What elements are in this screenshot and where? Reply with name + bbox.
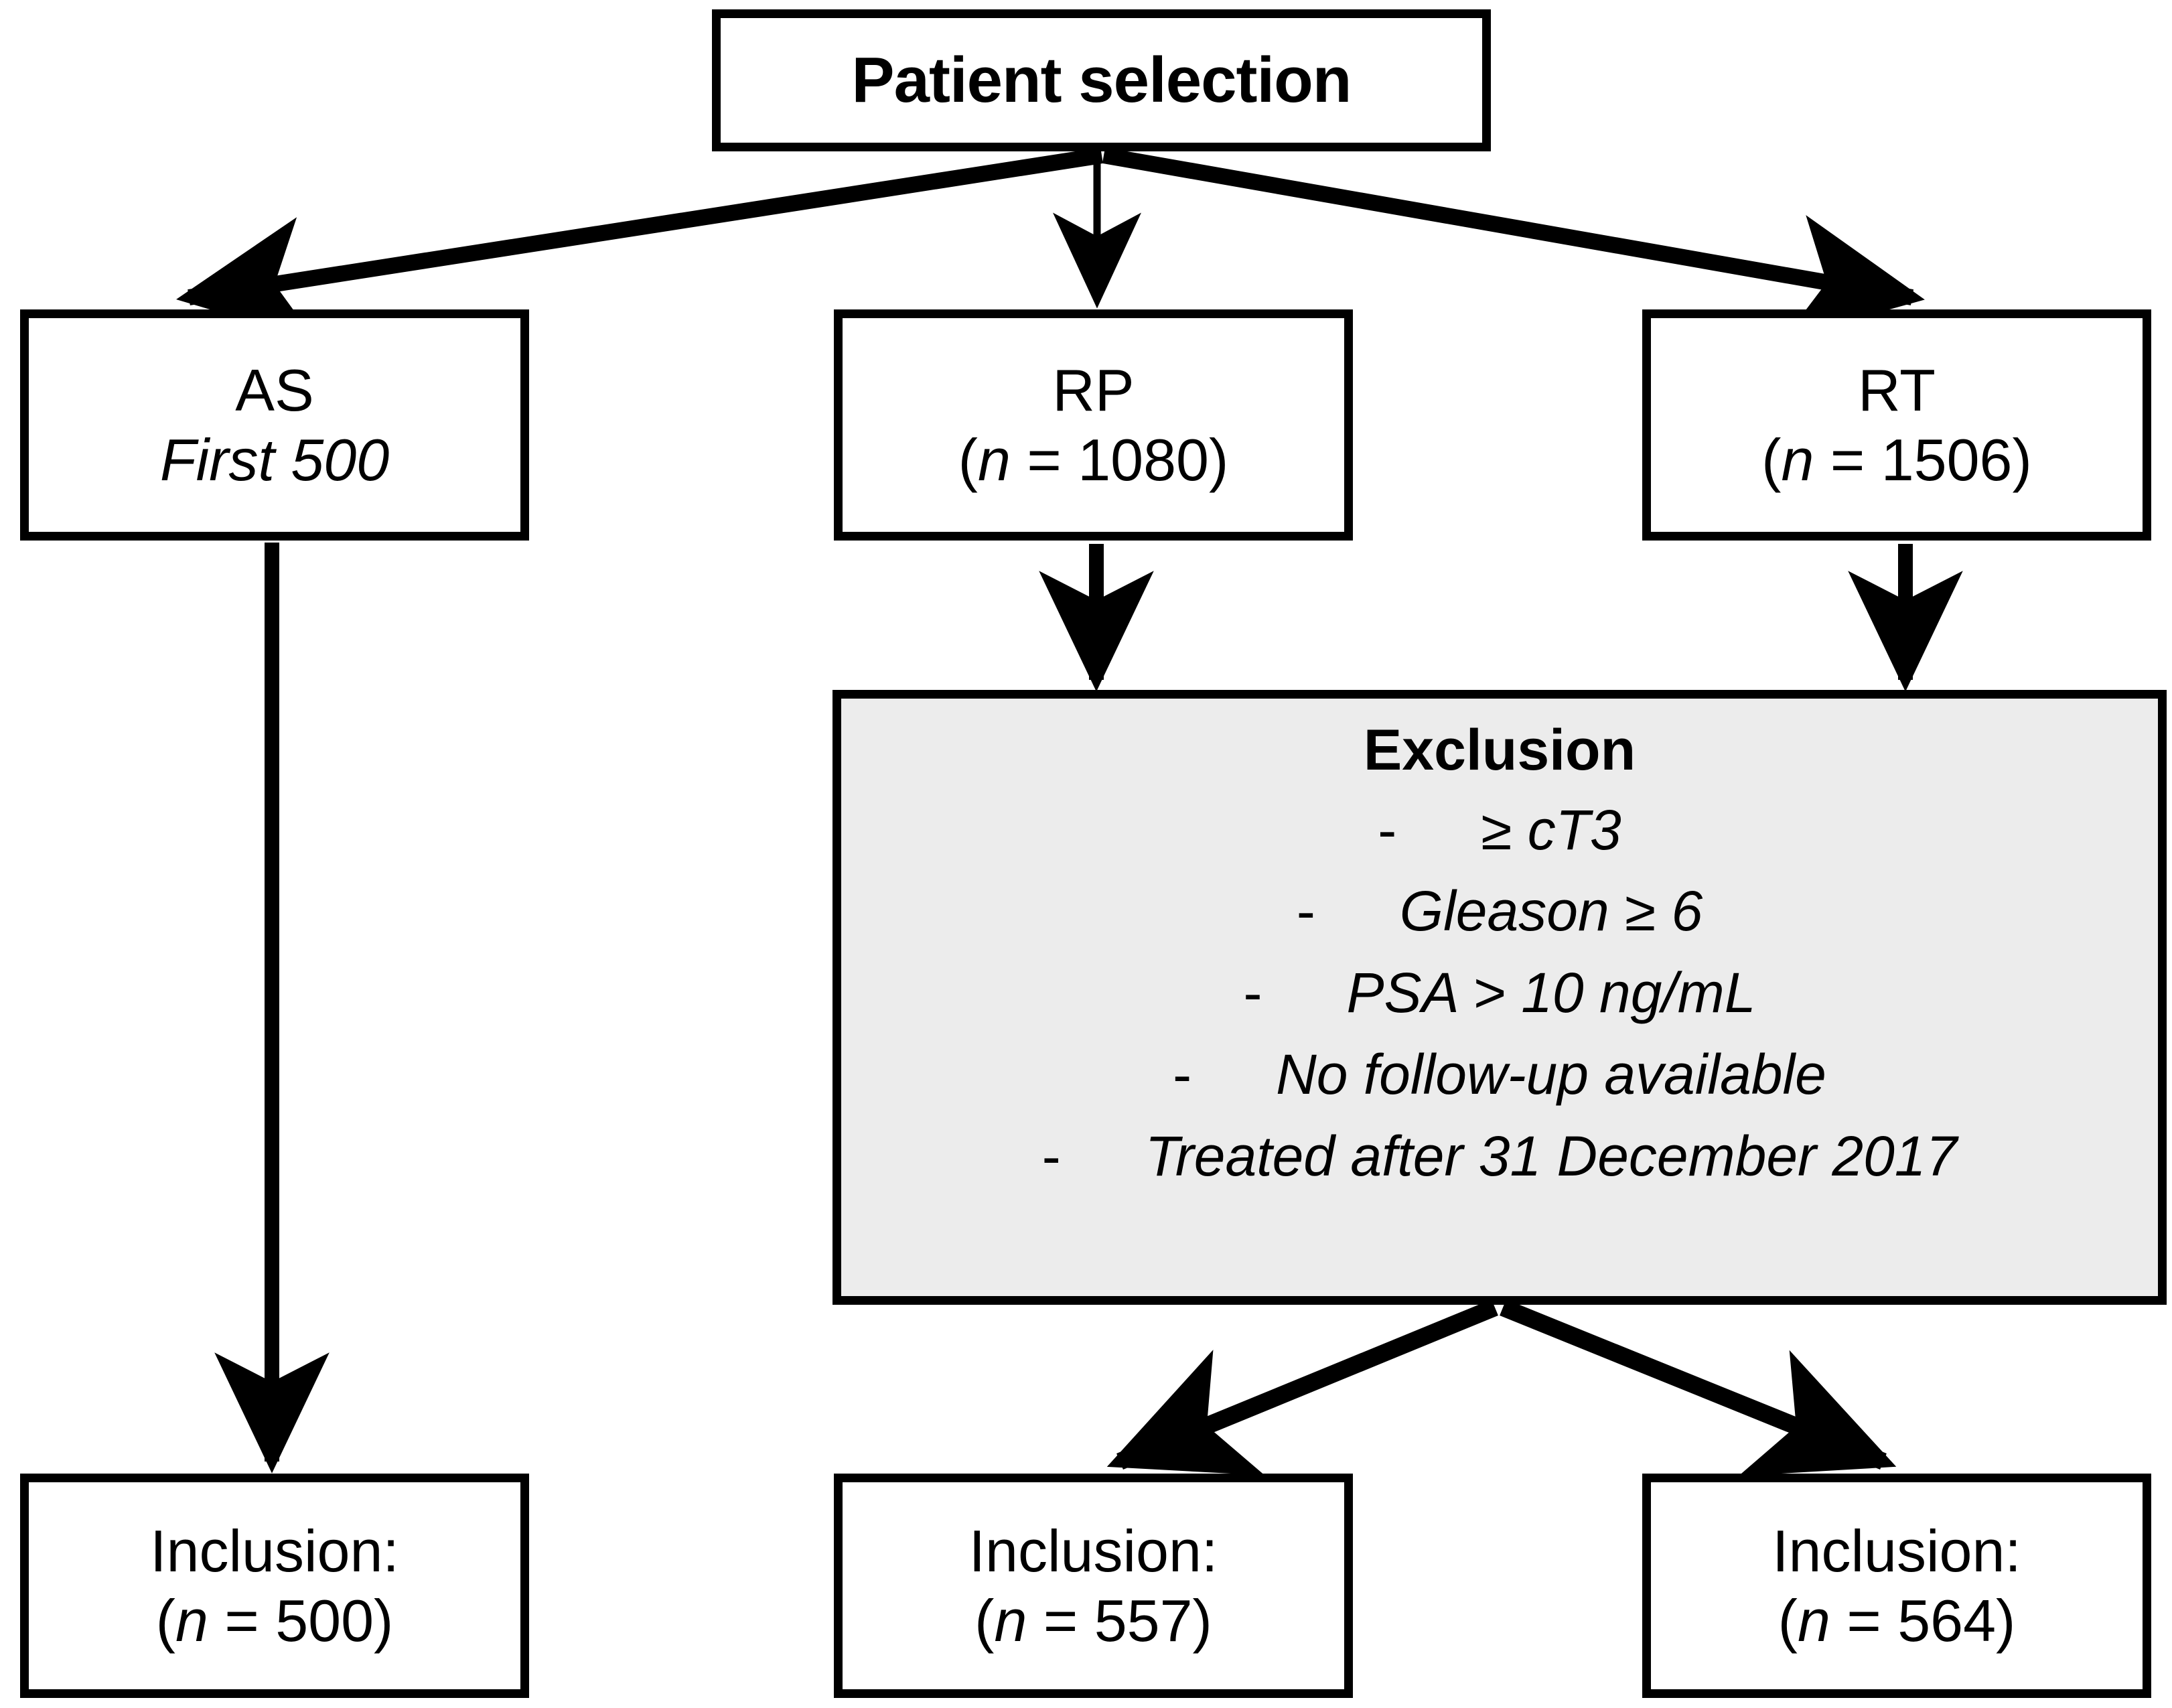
exclusion-criterion-4-text: No follow-up available bbox=[1276, 1042, 1826, 1106]
exclusion-criterion-3-text: PSA > 10 ng/mL bbox=[1346, 961, 1756, 1025]
incl-rp-n-symbol: n bbox=[994, 1587, 1027, 1654]
edge-patient-to-as bbox=[176, 147, 1103, 342]
bullet-dash: - bbox=[1173, 1042, 1277, 1106]
incl-as-equals: = bbox=[208, 1587, 276, 1654]
incl-rt-equals: = bbox=[1830, 1587, 1898, 1654]
rt-paren-open: ( bbox=[1761, 426, 1782, 493]
incl-as-n-symbol: n bbox=[175, 1587, 208, 1654]
incl-rp-paren-open: ( bbox=[974, 1587, 995, 1654]
rt-n-value: 1506 bbox=[1881, 426, 2013, 493]
rp-n-value: 1080 bbox=[1078, 426, 1209, 493]
rt-equals: = bbox=[1814, 426, 1881, 493]
exclusion-criterion-4: - No follow-up available bbox=[1173, 1034, 1826, 1116]
rt-count: (n = 1506) bbox=[1761, 425, 2032, 495]
rp-n-symbol: n bbox=[977, 426, 1011, 493]
edge-patient-to-rt bbox=[1102, 147, 1925, 339]
bullet-dash: - bbox=[1041, 1124, 1145, 1188]
exclusion-criterion-2-text: Gleason ≥ 6 bbox=[1399, 879, 1703, 943]
incl-rp-n-value: 557 bbox=[1094, 1587, 1193, 1654]
inclusion-as-count: (n = 500) bbox=[156, 1586, 394, 1656]
rp-equals: = bbox=[1010, 426, 1078, 493]
node-inclusion-rp[interactable]: Inclusion: (n = 557) bbox=[834, 1474, 1353, 1698]
rp-paren-close: ) bbox=[1209, 426, 1229, 493]
incl-as-n-value: 500 bbox=[275, 1587, 374, 1654]
rp-count: (n = 1080) bbox=[958, 425, 1229, 495]
inclusion-rt-label: Inclusion: bbox=[1772, 1517, 2021, 1584]
exclusion-criterion-1-text: ≥ cT3 bbox=[1481, 798, 1621, 861]
inclusion-rp-count: (n = 557) bbox=[974, 1586, 1212, 1656]
inclusion-rt-count: (n = 564) bbox=[1778, 1586, 2016, 1656]
exclusion-criterion-5: - Treated after 31 December 2017 bbox=[1042, 1116, 1957, 1198]
as-sublabel: First 500 bbox=[159, 426, 390, 493]
incl-rt-paren-close: ) bbox=[1996, 1587, 2016, 1654]
rt-paren-close: ) bbox=[2012, 426, 2032, 493]
as-label: AS bbox=[235, 356, 314, 423]
exclusion-criterion-1: - ≥ cT3 bbox=[1378, 790, 1621, 871]
inclusion-rp-label: Inclusion: bbox=[968, 1517, 1218, 1584]
inclusion-as-label: Inclusion: bbox=[150, 1517, 399, 1584]
rt-n-symbol: n bbox=[1781, 426, 1814, 493]
node-rp[interactable]: RP (n = 1080) bbox=[834, 309, 1353, 541]
incl-rt-n-value: 564 bbox=[1897, 1587, 1997, 1654]
exclusion-criterion-3: - PSA > 10 ng/mL bbox=[1244, 952, 1756, 1034]
bullet-dash: - bbox=[1378, 798, 1481, 861]
node-inclusion-as[interactable]: Inclusion: (n = 500) bbox=[20, 1474, 529, 1698]
node-exclusion[interactable]: Exclusion - ≥ cT3 - Gleason ≥ 6 - PSA > … bbox=[832, 690, 2167, 1305]
exclusion-title: Exclusion bbox=[1363, 718, 1636, 782]
bullet-dash: - bbox=[1243, 961, 1347, 1025]
node-as[interactable]: AS First 500 bbox=[20, 309, 529, 541]
incl-rp-equals: = bbox=[1027, 1587, 1094, 1654]
node-rt[interactable]: RT (n = 1506) bbox=[1642, 309, 2151, 541]
exclusion-criterion-2: - Gleason ≥ 6 bbox=[1297, 871, 1703, 952]
node-inclusion-rt[interactable]: Inclusion: (n = 564) bbox=[1642, 1474, 2151, 1698]
rp-paren-open: ( bbox=[958, 426, 978, 493]
edge-exclusion-to-inclusion-rt bbox=[1500, 1299, 1897, 1476]
rp-label: RP bbox=[1052, 356, 1135, 423]
bullet-dash: - bbox=[1296, 879, 1400, 943]
incl-as-paren-close: ) bbox=[374, 1587, 394, 1654]
incl-rt-n-symbol: n bbox=[1797, 1587, 1830, 1654]
node-patient-selection[interactable]: Patient selection bbox=[712, 9, 1491, 151]
incl-as-paren-open: ( bbox=[155, 1587, 175, 1654]
patient-selection-label: Patient selection bbox=[851, 44, 1352, 117]
exclusion-criterion-5-text: Treated after 31 December 2017 bbox=[1145, 1124, 1958, 1188]
incl-rt-paren-open: ( bbox=[1778, 1587, 1798, 1654]
incl-rp-paren-close: ) bbox=[1192, 1587, 1212, 1654]
rt-label: RT bbox=[1858, 356, 1936, 423]
edge-exclusion-to-inclusion-rp bbox=[1106, 1299, 1498, 1476]
